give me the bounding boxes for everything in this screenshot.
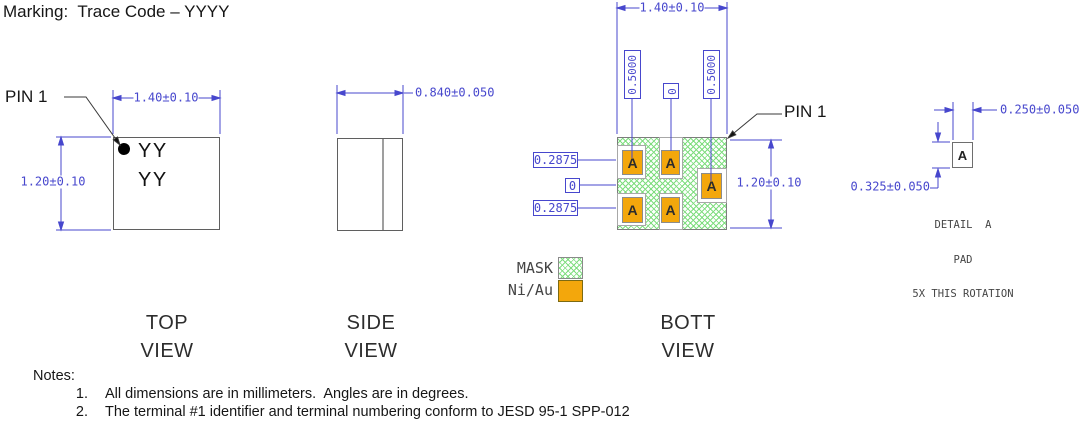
side-view-body	[337, 138, 403, 231]
row-dim-center-box: 0	[565, 178, 580, 193]
bottom-view-width-dim: 1.40±0.10	[639, 0, 705, 15]
pad-label: A	[627, 154, 638, 171]
detail-caption-line3: 5X THIS ROTATION	[912, 288, 1014, 300]
side-view-label-line1: SIDE	[346, 312, 396, 334]
note-2-num: 2.	[75, 404, 88, 420]
col-dim-right: 0.5000	[705, 54, 718, 95]
top-view-marking-line1: YY	[138, 140, 168, 162]
detail-caption-line1: DETAIL A	[934, 219, 992, 231]
row-dim-top-box: 0.2875	[533, 152, 578, 168]
pad-middle-right: A	[701, 173, 722, 199]
top-view-label-line2: VIEW	[140, 340, 194, 362]
col-dim-left: 0.5000	[626, 54, 639, 95]
top-view-label-line1: TOP	[145, 312, 189, 334]
row-dim-bottom-box: 0.2875	[533, 200, 578, 216]
bottom-view-label-line2: VIEW	[661, 340, 715, 362]
top-view-marking-line2: YY	[138, 169, 168, 191]
pad-label: A	[665, 202, 676, 218]
col-dim-center-box: 0	[663, 83, 679, 99]
side-view-label-line2: VIEW	[344, 340, 398, 362]
col-dim-right-box: 0.5000	[703, 50, 720, 99]
detail-height-dim: 0.325±0.050	[850, 179, 930, 194]
pad-label: A	[665, 154, 676, 171]
detail-pad-label: A	[957, 147, 968, 163]
bottom-view-label: BOTT VIEW	[638, 309, 738, 365]
pad-top-center: A	[661, 150, 680, 175]
bottom-view-height-dim: 1.20±0.10	[736, 175, 802, 190]
legend-niau-swatch	[558, 280, 583, 302]
col-dim-left-box: 0.5000	[624, 50, 641, 99]
pad-label: A	[706, 178, 717, 194]
legend-niau-label: Ni/Au	[507, 281, 553, 299]
top-view-pin1-label: PIN 1	[5, 87, 48, 106]
note-2-text: The terminal #1 identifier and terminal …	[105, 404, 630, 420]
side-view-label: SIDE VIEW	[321, 309, 421, 365]
pad-label: A	[627, 202, 638, 218]
bottom-view-pin1-label: PIN 1	[784, 102, 827, 121]
detail-width-dim: 0.250±0.050	[1000, 102, 1080, 117]
pad-bottom-left: A	[622, 197, 643, 223]
pin1-marker-dot	[118, 143, 130, 155]
detail-pad: A	[952, 142, 973, 168]
row-dim-top: 0.2875	[533, 153, 578, 167]
col-dim-center: 0	[664, 87, 678, 95]
side-view-width-dim: 0.840±0.050	[415, 85, 495, 100]
row-dim-bottom: 0.2875	[533, 201, 578, 215]
detail-caption: DETAIL A PAD 5X THIS ROTATION	[903, 197, 1023, 324]
notes-title: Notes:	[33, 368, 75, 384]
marking-note: Marking: Trace Code – YYYY	[3, 2, 230, 21]
note-1-text: All dimensions are in millimeters. Angle…	[105, 386, 469, 402]
pad-top-left: A	[622, 150, 643, 175]
top-view-label: TOP VIEW	[117, 309, 217, 365]
note-1-num: 1.	[75, 386, 88, 402]
bottom-view-label-line1: BOTT	[660, 312, 716, 334]
pad-bottom-center: A	[661, 197, 680, 223]
row-dim-center: 0	[568, 178, 577, 193]
legend-mask-swatch	[558, 257, 583, 279]
top-view-width-dim: 1.40±0.10	[133, 90, 199, 105]
top-view-height-dim: 1.20±0.10	[20, 174, 86, 189]
top-view-body	[113, 137, 220, 230]
legend-mask-label: MASK	[516, 259, 553, 277]
detail-caption-line2: PAD	[953, 253, 973, 266]
